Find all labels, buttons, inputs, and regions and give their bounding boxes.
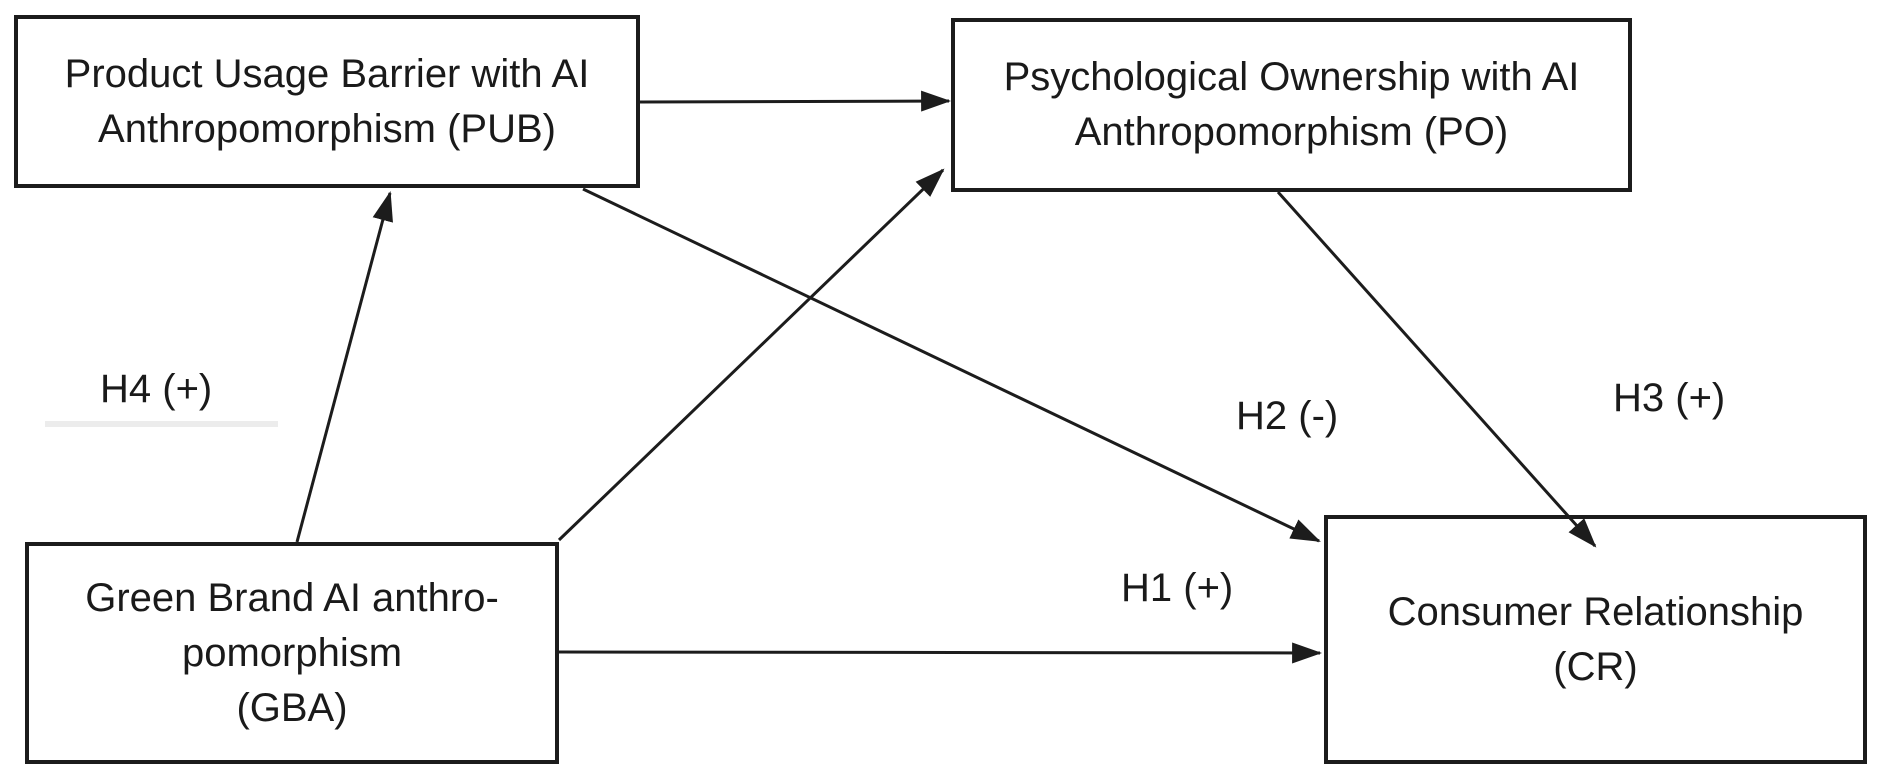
hypothesis-label-h1: H1 (+) xyxy=(1121,566,1234,610)
hypothesis-label-h2: H2 (-) xyxy=(1236,394,1339,438)
node-psychological-ownership: Psychological Ownership with AI Anthropo… xyxy=(951,18,1632,192)
arrow-pub-to-cr xyxy=(582,187,1321,543)
hypothesis-label-h4: H4 (+) xyxy=(100,367,213,411)
hypothesis-label-h3: H3 (+) xyxy=(1613,376,1726,420)
node-text-line: Anthropomorphism (PO) xyxy=(1074,110,1509,154)
arrow-gba-to-cr xyxy=(558,642,1323,664)
node-text-line: Consumer Relationship xyxy=(1387,589,1804,634)
arrow-pub-to-po xyxy=(639,90,952,112)
node-consumer-relationship: Consumer Relationship (CR) xyxy=(1324,515,1867,764)
node-text-line: (CR) xyxy=(1553,644,1638,689)
node-product-usage-barrier: Product Usage Barrier with AI Anthropomo… xyxy=(14,15,640,188)
arrow-po-to-cr xyxy=(1276,190,1597,548)
node-text-line: (GBA) xyxy=(236,685,348,730)
node-text-line: Psychological Ownership with AI xyxy=(1003,55,1580,99)
node-text-line: Green Brand AI anthro- xyxy=(85,575,499,620)
node-green-brand-ai-anthropomorphism: Green Brand AI anthro- pomorphism (GBA) xyxy=(25,542,559,764)
node-text-line: pomorphism xyxy=(181,630,403,675)
arrow-gba-to-po xyxy=(557,168,945,542)
node-text-line: Product Usage Barrier with AI xyxy=(64,51,590,96)
arrow-gba-to-pub xyxy=(295,190,393,543)
node-text-line: Anthropomorphism (PUB) xyxy=(98,106,556,151)
